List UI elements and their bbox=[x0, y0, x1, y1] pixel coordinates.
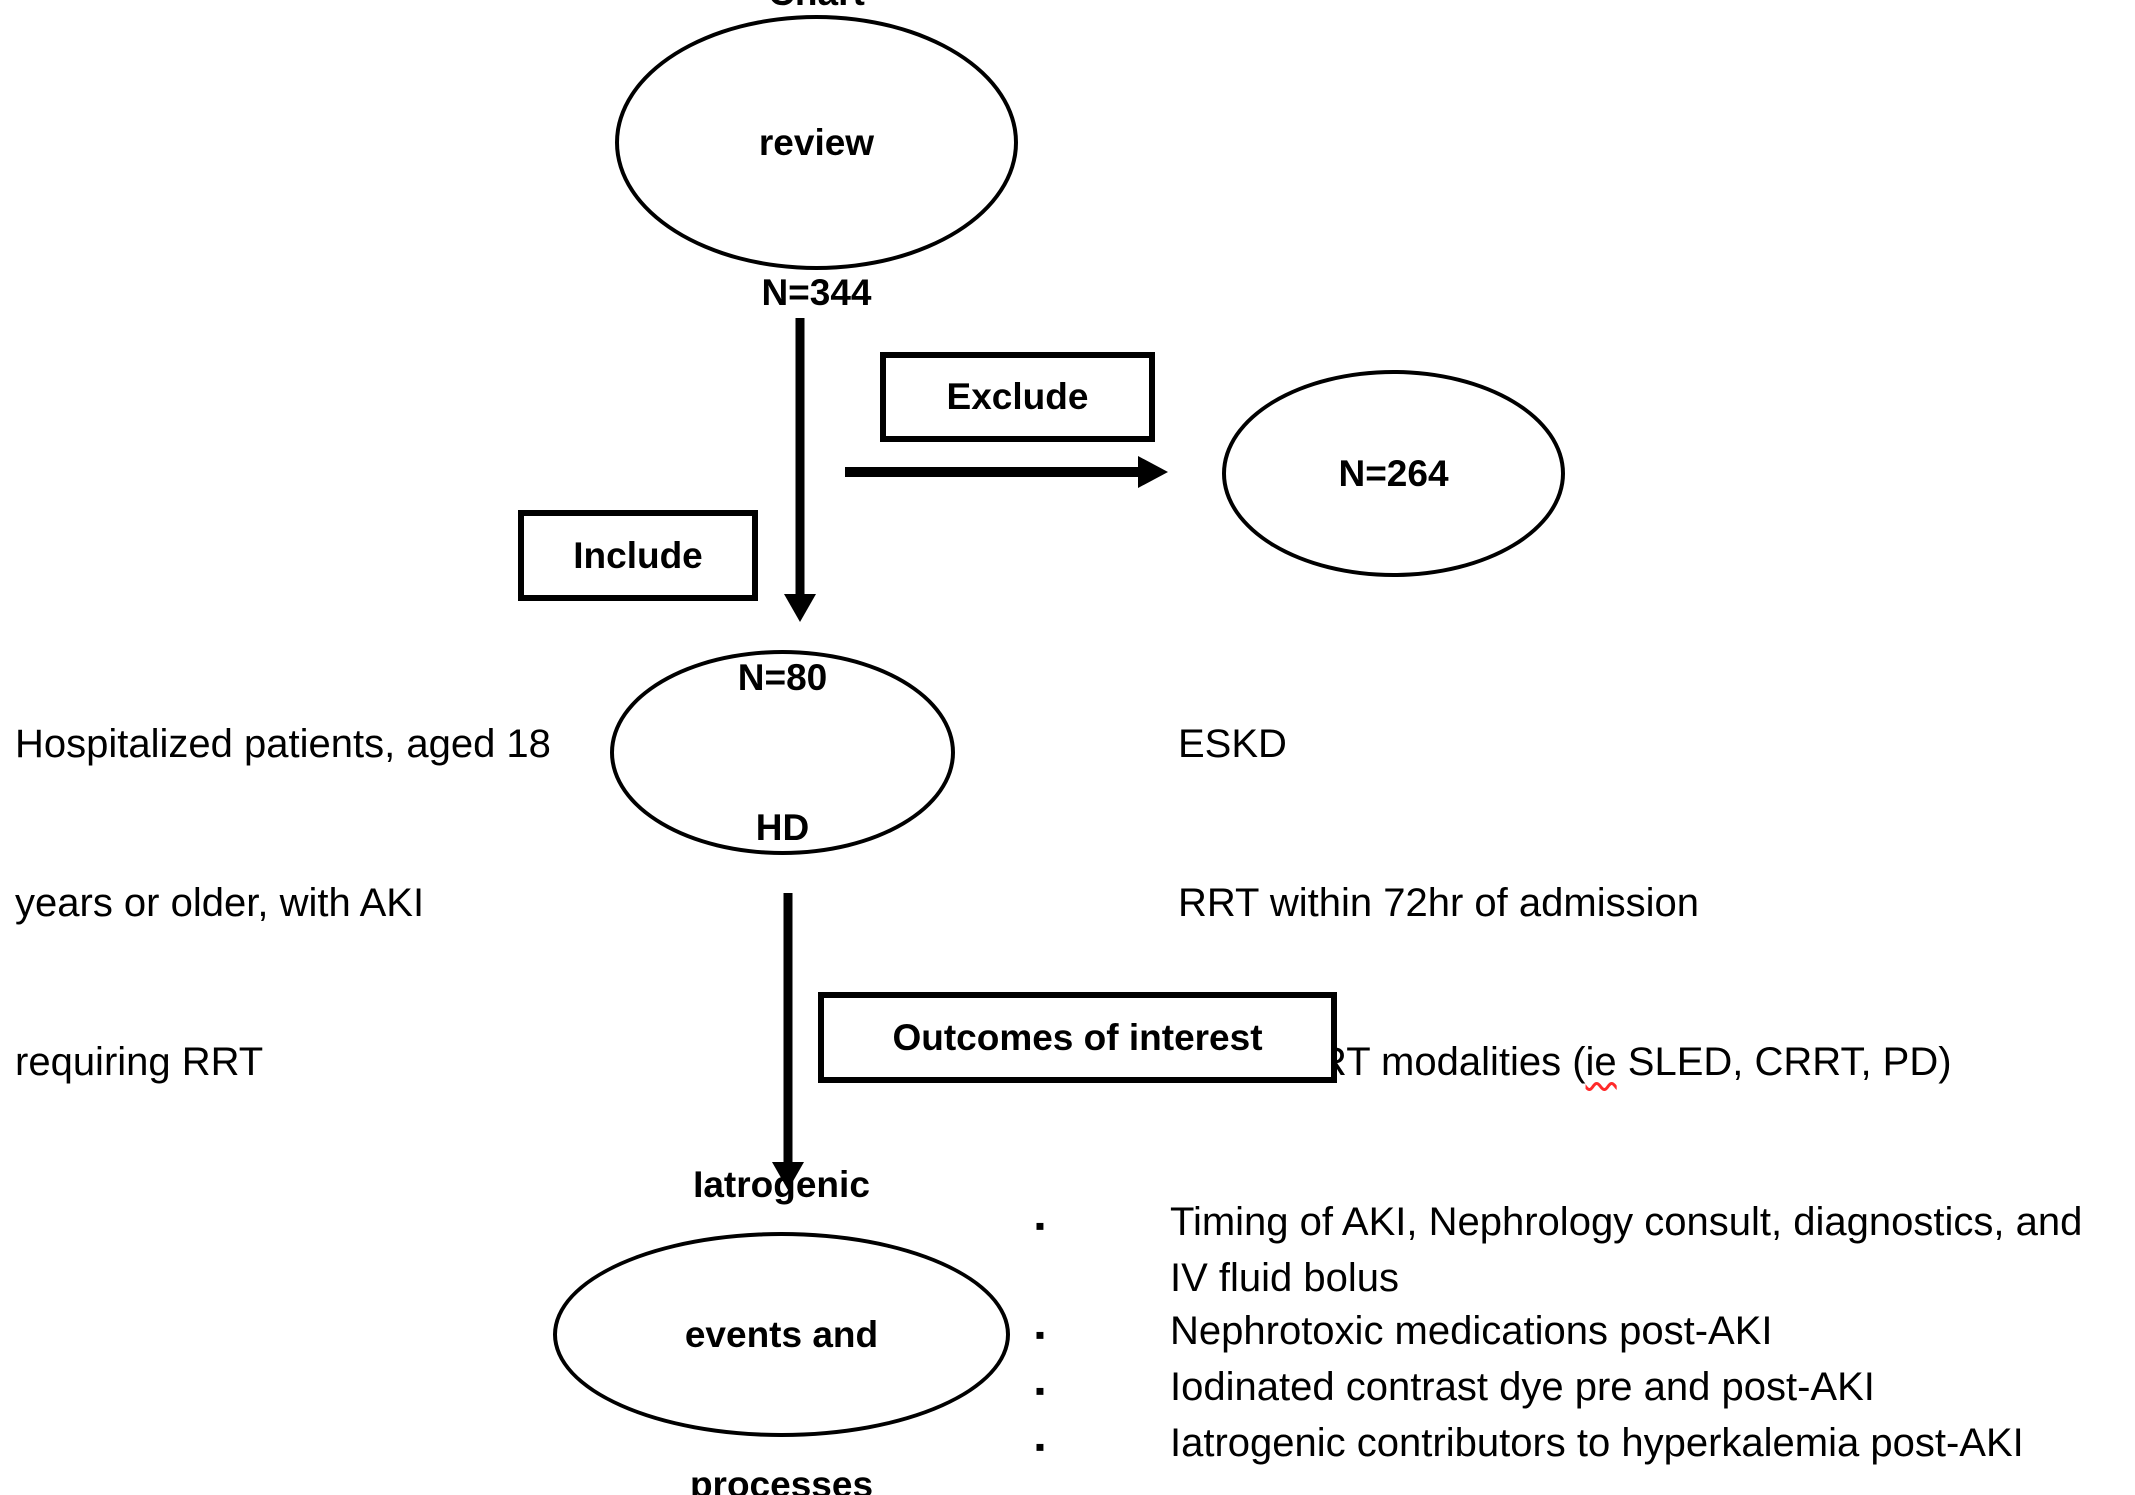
chart-review-count: N=344 bbox=[761, 271, 872, 313]
inclusion-criteria-line3: requiring RRT bbox=[15, 1040, 264, 1084]
chart-review-label: Chart review N=344 bbox=[759, 0, 874, 418]
inclusion-criteria-line2: years or older, with AKI bbox=[15, 881, 425, 925]
outcome-item: ▪ Iatrogenic contributors to hyperkalemia… bbox=[1035, 1417, 2082, 1473]
outcome-item-text: Nephrotoxic medications post-AKI bbox=[1170, 1309, 1773, 1353]
bullet-icon: ▪ bbox=[1035, 1431, 1045, 1462]
iatrogenic-label: Iatrogenic events and processes bbox=[685, 1060, 878, 1495]
outcome-item: ▪ Timing of AKI, Nephrology consult, diag… bbox=[1035, 1196, 2082, 1252]
excluded-count-label: N=264 bbox=[1338, 452, 1449, 494]
exclusion-criteria-line2: RRT within 72hr of admission bbox=[1178, 881, 1699, 925]
include-box: Include bbox=[518, 510, 758, 601]
exclusion-line3-suffix: SLED, CRRT, PD) bbox=[1616, 1040, 1952, 1084]
included-count-ellipse: N=80 HD bbox=[610, 650, 955, 855]
outcomes-box: Outcomes of interest bbox=[818, 992, 1337, 1083]
bullet-icon: ▪ bbox=[1035, 1210, 1045, 1241]
excluded-count-ellipse: N=264 bbox=[1222, 370, 1565, 577]
included-count-line2: HD bbox=[755, 806, 810, 848]
chart-review-line2: review bbox=[758, 121, 875, 163]
chart-review-ellipse: Chart review N=344 bbox=[615, 0, 1018, 313]
arrow-exclude-to-n264 bbox=[845, 456, 1168, 488]
iatrogenic-line3: processes bbox=[689, 1463, 874, 1495]
exclude-box: Exclude bbox=[880, 352, 1155, 442]
outcome-item-continuation: IV fluid bolus bbox=[1035, 1252, 2082, 1305]
outcomes-label: Outcomes of interest bbox=[892, 1016, 1263, 1058]
exclude-label: Exclude bbox=[946, 376, 1089, 417]
outcome-item-text: Timing of AKI, Nephrology consult, diagn… bbox=[1170, 1200, 2083, 1244]
chart-review-line1: Chart bbox=[759, 0, 874, 18]
included-count-line1: N=80 bbox=[737, 656, 828, 698]
inclusion-criteria-text: Hospitalized patients, aged 18 years or … bbox=[15, 612, 625, 1195]
outcome-item-text: Iodinated contrast dye pre and post-AKI bbox=[1170, 1365, 1875, 1409]
outcome-item-text: IV fluid bolus bbox=[1170, 1256, 1400, 1300]
outcome-item: ▪ Nephrotoxic medications post-AKI bbox=[1035, 1305, 2082, 1361]
iatrogenic-line2: events and bbox=[684, 1313, 879, 1355]
iatrogenic-ellipse: Iatrogenic events and processes bbox=[553, 1164, 1010, 1495]
outcome-item-text: Iatrogenic contributors to hyperkalemia … bbox=[1170, 1421, 2024, 1465]
exclusion-line3-misspelled-word: ie bbox=[1585, 1040, 1617, 1084]
bullet-icon: ▪ bbox=[1035, 1319, 1045, 1350]
exclusion-criteria-text: ESKD RRT within 72hr of admission Other … bbox=[1178, 612, 2128, 1195]
iatrogenic-line1: Iatrogenic bbox=[693, 1163, 870, 1205]
outcomes-bullet-list: ▪ Timing of AKI, Nephrology consult, diag… bbox=[1035, 1196, 2082, 1473]
included-count-label: N=80 HD bbox=[738, 553, 827, 953]
inclusion-criteria-line1: Hospitalized patients, aged 18 bbox=[15, 722, 551, 766]
outcome-item: ▪ Iodinated contrast dye pre and post-AKI bbox=[1035, 1361, 2082, 1417]
bullet-icon: ▪ bbox=[1035, 1375, 1045, 1406]
exclusion-criteria-line1: ESKD bbox=[1178, 722, 1287, 766]
include-label: Include bbox=[573, 534, 703, 576]
